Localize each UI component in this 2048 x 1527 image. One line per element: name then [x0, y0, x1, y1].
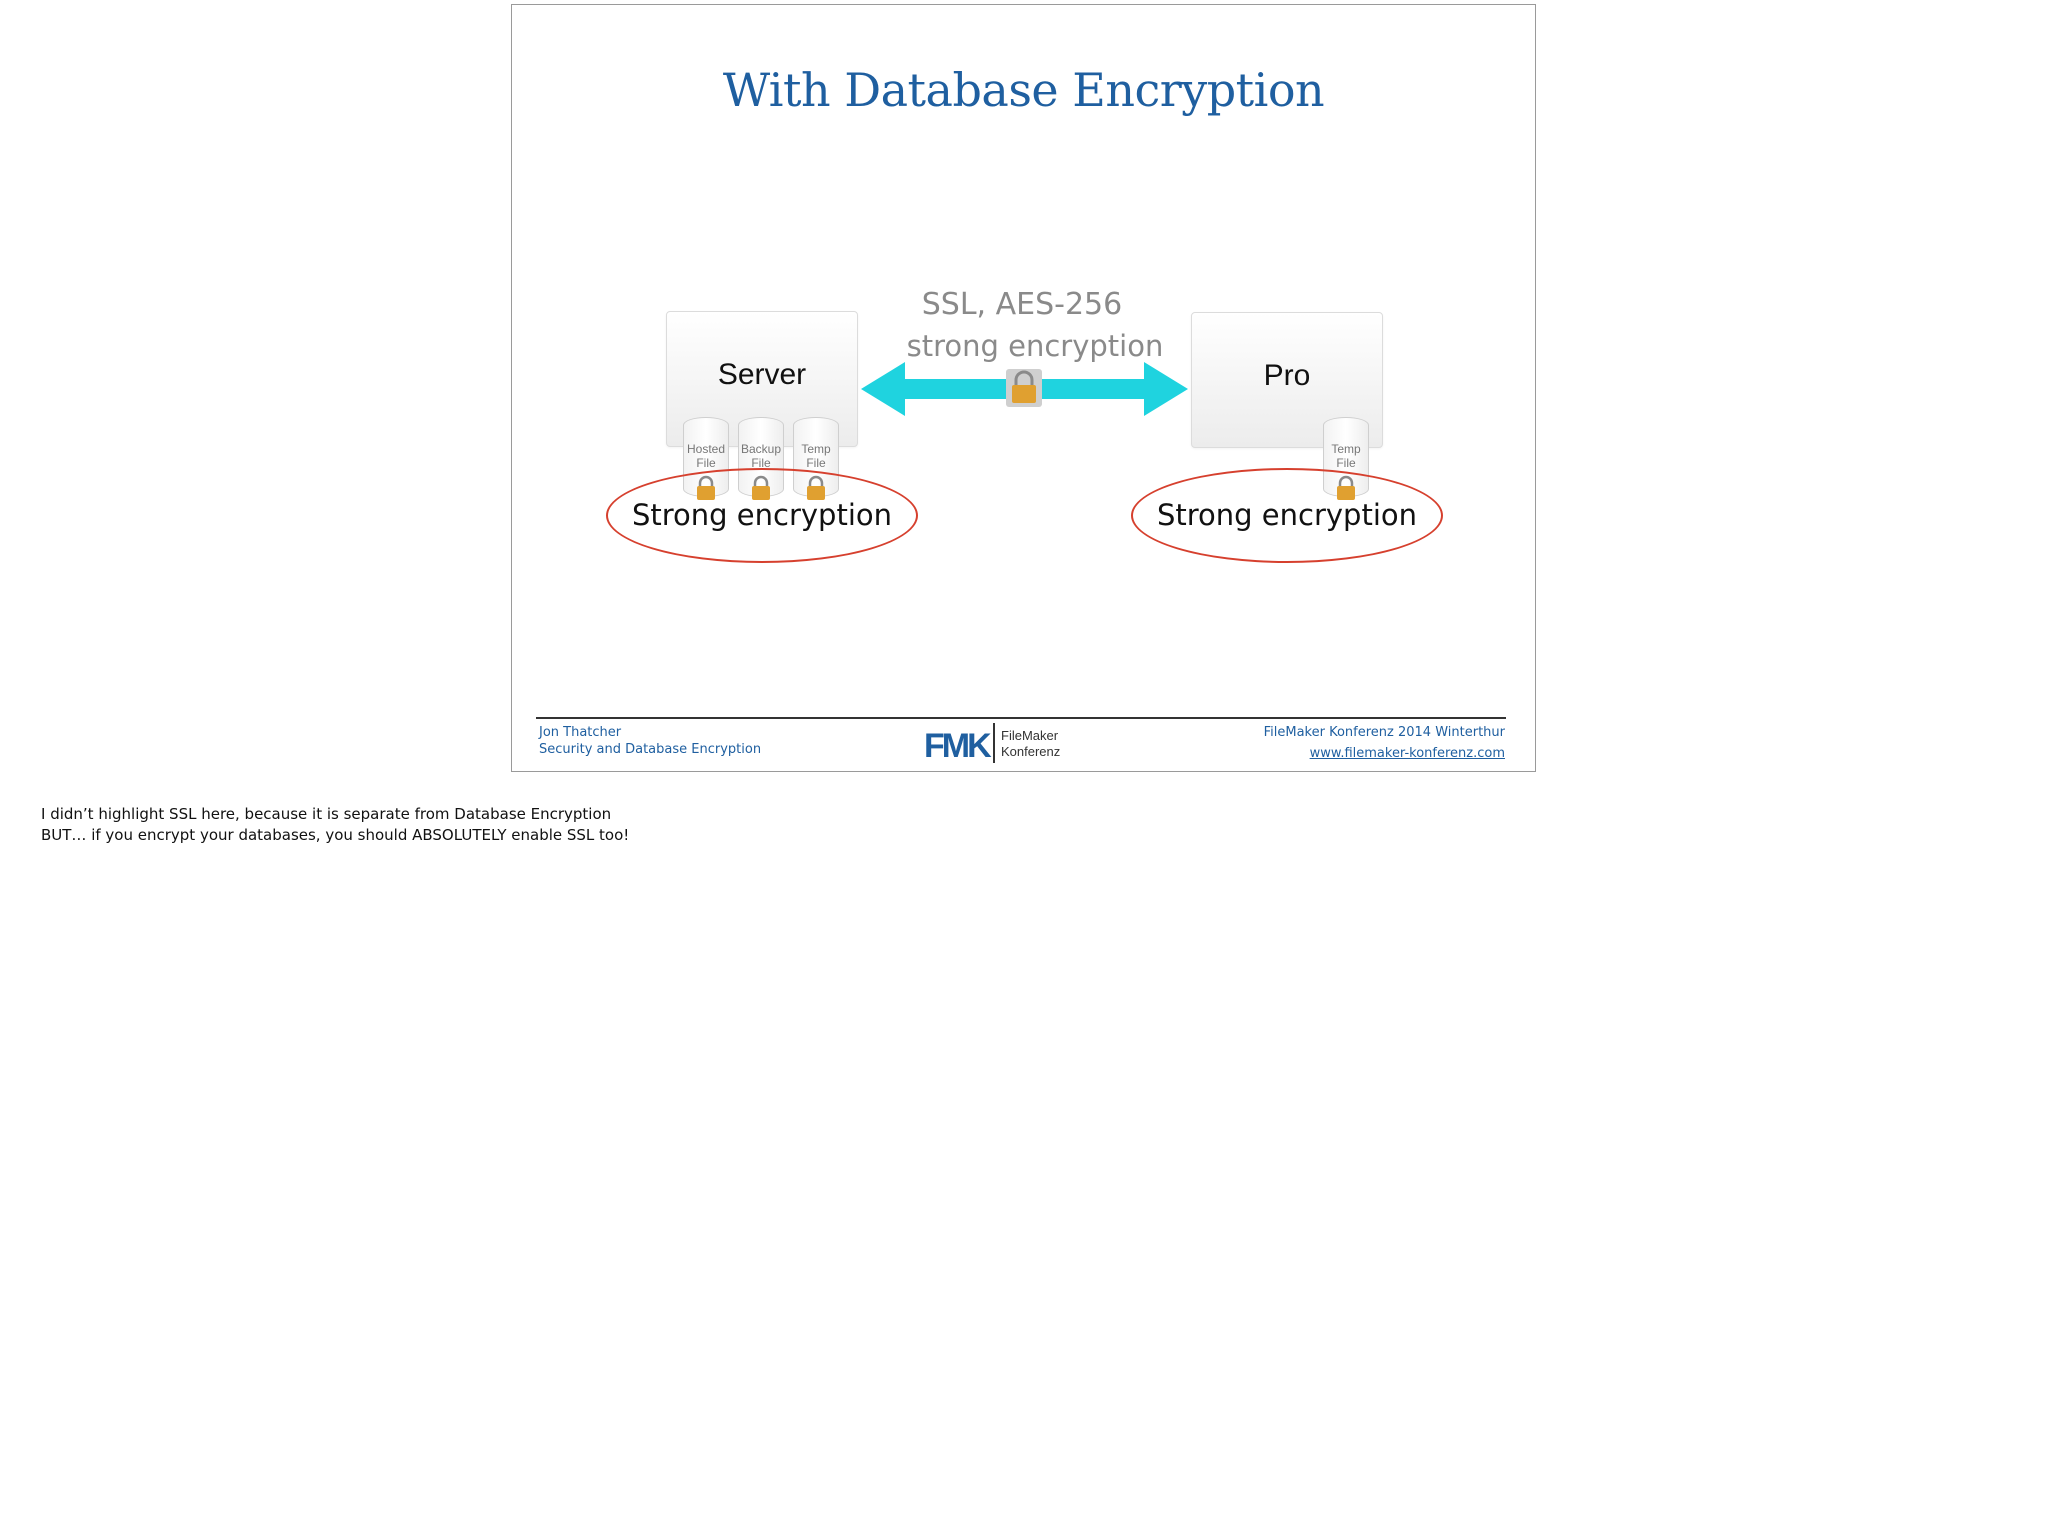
ssl-label: SSL, AES-256: [921, 287, 1123, 322]
server-temp-file-label-2: File: [806, 456, 826, 470]
logo-text: FileMaker Konferenz: [1001, 728, 1060, 760]
pro-label: Pro: [1263, 359, 1311, 392]
backup-file-label-1: Backup: [740, 442, 782, 456]
notes-line-1: I didn’t highlight SSL here, because it …: [41, 805, 612, 823]
pro-temp-file-label-2: File: [1336, 456, 1356, 470]
server-label: Server: [717, 358, 807, 391]
pro-temp-file-label-1: Temp: [1331, 442, 1361, 456]
notes-line-2: BUT… if you encrypt your databases, you …: [41, 826, 630, 844]
logo-line-2: Konferenz: [1001, 744, 1061, 759]
backup-file-label-2: File: [751, 456, 771, 470]
slide: With Database Encryption Server Pro SSL,…: [511, 4, 1536, 772]
logo-line-1: FileMaker: [1001, 728, 1059, 743]
server-temp-file-label-1: Temp: [801, 442, 831, 456]
hosted-file-label-1: Hosted: [686, 442, 726, 456]
encryption-diagram: Server Pro SSL, AES-256 strong encryptio…: [512, 5, 1537, 705]
double-arrow-icon: [861, 362, 1188, 416]
hosted-file-label-2: File: [696, 456, 716, 470]
fmk-logo-icon: FMK: [924, 727, 992, 765]
server-encryption-ellipse: Strong encryption: [606, 468, 918, 563]
footer-author: Jon Thatcher: [539, 725, 622, 740]
logo-divider: [993, 723, 995, 763]
slide-title: With Database Encryption: [722, 63, 1325, 117]
ssl-sublabel: strong encryption: [906, 329, 1164, 363]
server-encryption-label: Strong encryption: [631, 498, 893, 532]
footer-event: FileMaker Konferenz 2014 Winterthur: [1263, 725, 1505, 740]
pro-encryption-label: Strong encryption: [1156, 498, 1418, 532]
footer-url-link[interactable]: www.filemaker-konferenz.com: [1309, 746, 1505, 761]
footer-talk-title: Security and Database Encryption: [539, 742, 762, 757]
footer-divider: [536, 717, 1506, 719]
pro-encryption-ellipse: Strong encryption: [1131, 468, 1443, 563]
speaker-notes: I didn’t highlight SSL here, because it …: [41, 804, 629, 846]
